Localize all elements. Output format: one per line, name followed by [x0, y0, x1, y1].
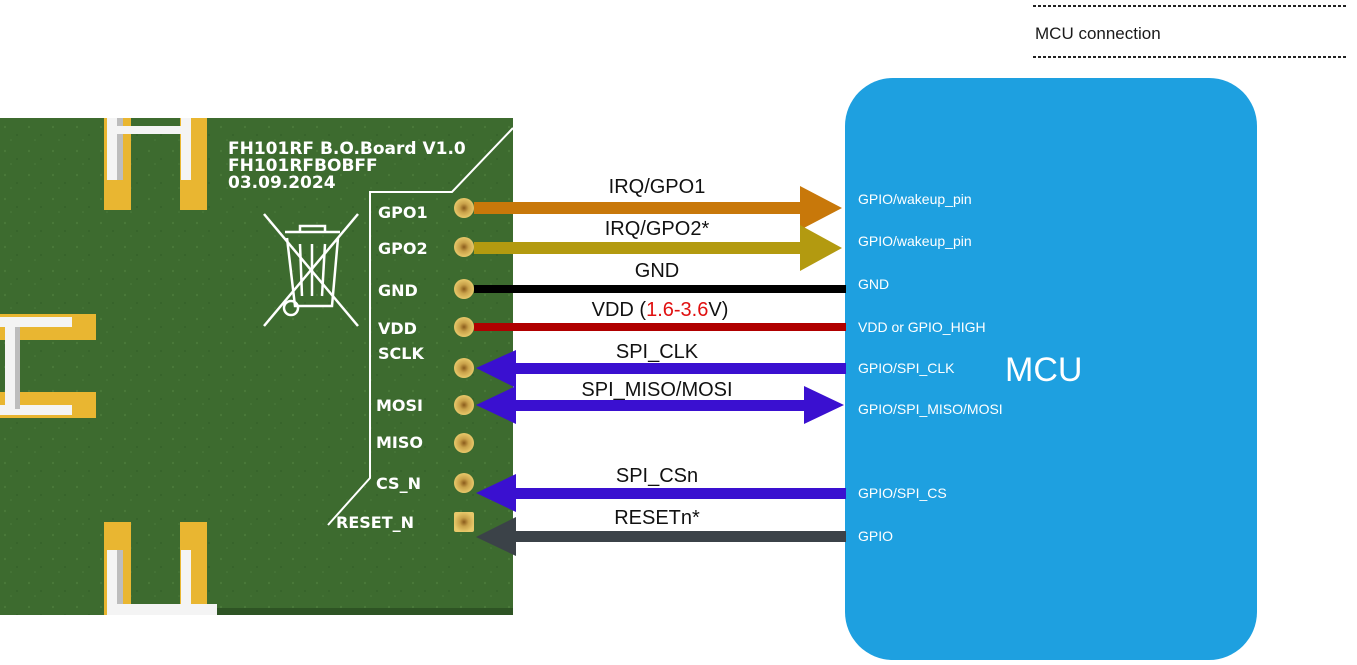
arrow-head-mosi-left	[476, 386, 516, 424]
arrow-head-gpo1	[800, 186, 842, 230]
board-title-line3: 03.09.2024	[228, 173, 336, 193]
signal-label-cs: SPI_CSn	[616, 465, 698, 487]
wire-cs	[512, 488, 846, 499]
pad-sclk	[454, 358, 474, 378]
signal-cs: SPI_CSn	[476, 465, 846, 512]
pad-cs-n	[454, 473, 474, 493]
mcu-pin-vdd: VDD or GPIO_HIGH	[858, 319, 986, 335]
signal-label-vdd: VDD (1.6-3.6V)	[592, 299, 729, 321]
pin-label-gnd: GND	[378, 281, 418, 300]
antenna-top	[104, 118, 207, 210]
pad-mosi	[454, 395, 474, 415]
board-title-line1: FH101RF B.O.Board V1.0	[228, 139, 466, 159]
wire-gpo1	[474, 202, 804, 214]
breakout-board: FH101RF B.O.Board V1.0 FH101RFBOBFF 03.0…	[0, 118, 514, 615]
header: MCU connection	[1033, 5, 1347, 58]
vdd-label-suffix: V)	[708, 299, 728, 321]
pin-label-gpo1: GPO1	[378, 203, 428, 222]
pin-label-vdd: VDD	[378, 319, 417, 338]
pad-miso	[454, 433, 474, 453]
pin-pads	[454, 198, 474, 532]
mcu-pin-gpio-wakeup-2: GPIO/wakeup_pin	[858, 233, 972, 249]
mcu-title: MCU	[1005, 351, 1082, 389]
mcu-pin-spi-clk: GPIO/SPI_CLK	[858, 360, 955, 376]
wire-mosi	[512, 400, 808, 411]
vdd-label-prefix: VDD (	[592, 299, 647, 321]
header-title: MCU connection	[1035, 24, 1161, 43]
signal-label-mosi: SPI_MISO/MOSI	[581, 379, 732, 401]
board-pcb	[0, 118, 513, 615]
signal-label-sclk: SPI_CLK	[616, 341, 699, 363]
board-title-line2: FH101RFBOBFF	[228, 156, 378, 176]
arrow-head-gpo2	[800, 225, 842, 271]
signal-gnd: GND	[474, 260, 846, 293]
arrow-head-cs	[476, 474, 516, 512]
wire-gnd	[474, 285, 846, 293]
signal-label-gnd: GND	[635, 260, 679, 282]
pin-label-reset-n: RESET_N	[336, 513, 414, 532]
pad-gnd	[454, 279, 474, 299]
pin-label-sclk: SCLK	[378, 344, 424, 363]
signal-reset: RESETn*	[476, 507, 846, 556]
pad-reset-n	[454, 512, 474, 532]
signal-sclk: SPI_CLK	[476, 341, 846, 388]
mcu-pin-gpio: GPIO	[858, 528, 893, 544]
mcu-block: MCU GPIO/wakeup_pin GPIO/wakeup_pin GND …	[845, 78, 1257, 660]
signal-label-reset: RESETn*	[614, 507, 700, 529]
signal-gpo2: IRQ/GPO2*	[474, 218, 842, 271]
wire-vdd	[474, 323, 846, 331]
pin-label-gpo2: GPO2	[378, 239, 428, 258]
signal-vdd: VDD (1.6-3.6V)	[474, 299, 846, 331]
pad-gpo2	[454, 237, 474, 257]
signal-label-gpo2: IRQ/GPO2*	[605, 218, 710, 240]
signal-gpo1: IRQ/GPO1	[474, 176, 842, 230]
pad-vdd	[454, 317, 474, 337]
pin-label-mosi: MOSI	[376, 396, 423, 415]
antenna-left	[0, 314, 96, 418]
arrow-head-mosi-right	[804, 386, 844, 424]
silkscreen-outline	[327, 127, 514, 526]
arrow-head-reset	[476, 517, 516, 556]
signal-label-gpo1: IRQ/GPO1	[609, 176, 706, 198]
pin-label-cs-n: CS_N	[376, 474, 421, 493]
antenna-bottom	[104, 522, 217, 615]
wire-reset	[512, 531, 846, 542]
arrow-head-sclk	[476, 350, 516, 388]
pad-gpo1	[454, 198, 474, 218]
mcu-pin-spi-cs: GPIO/SPI_CS	[858, 485, 947, 501]
wire-gpo2	[474, 242, 804, 254]
mcu-body	[845, 78, 1257, 660]
signal-mosi: SPI_MISO/MOSI	[476, 379, 844, 424]
mcu-pin-spi-miso-mosi: GPIO/SPI_MISO/MOSI	[858, 401, 1003, 417]
mcu-pin-gpio-wakeup-1: GPIO/wakeup_pin	[858, 191, 972, 207]
wire-sclk	[512, 363, 846, 374]
mcu-pin-gnd: GND	[858, 276, 889, 292]
vdd-label-range: 1.6-3.6	[646, 299, 708, 321]
crossed-out-wheelie-bin-icon	[263, 213, 359, 327]
pin-label-miso: MISO	[376, 433, 423, 452]
